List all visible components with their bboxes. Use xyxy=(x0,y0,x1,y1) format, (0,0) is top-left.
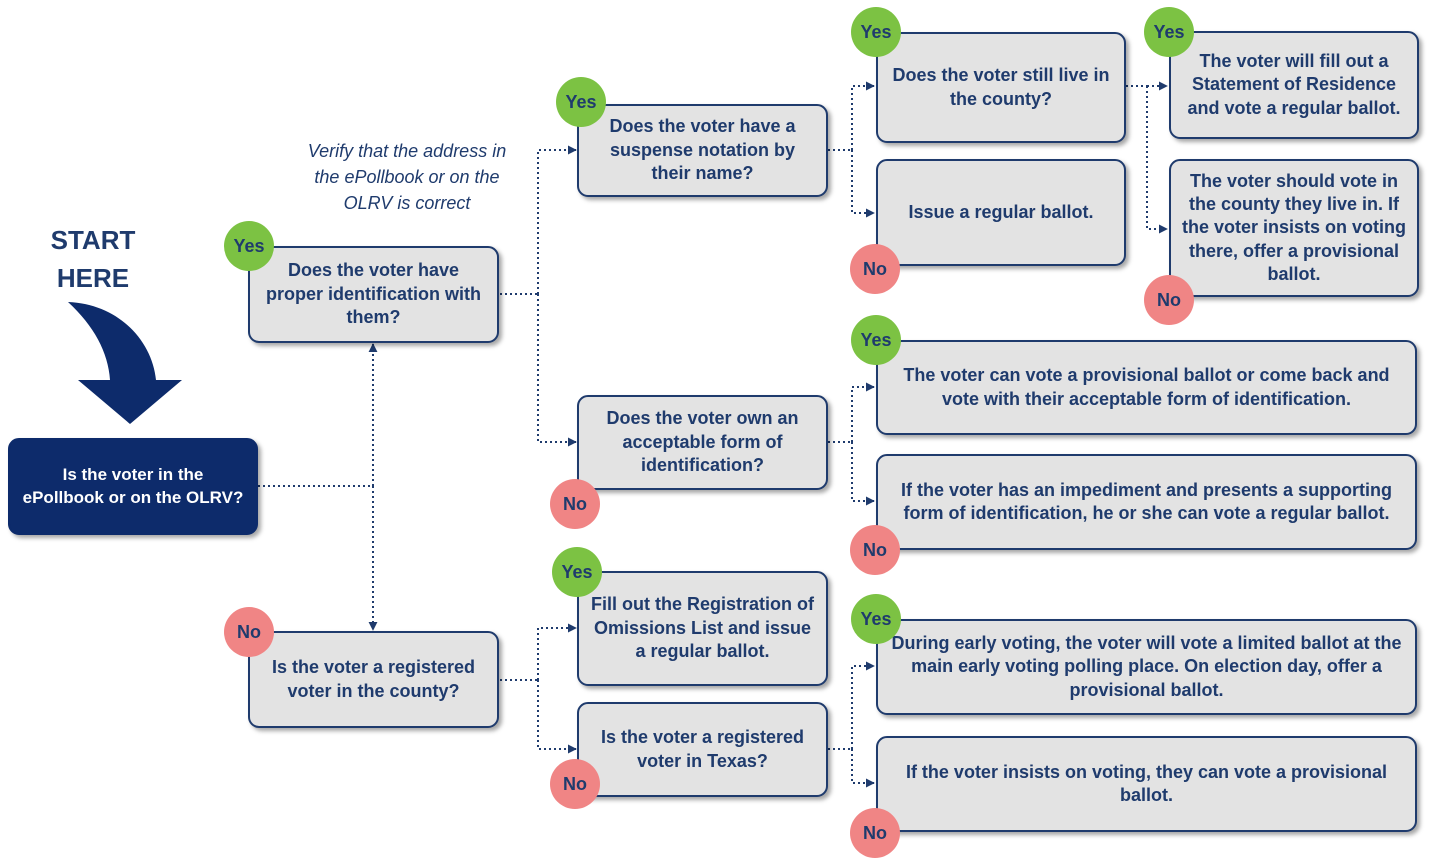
node-early-voting: During early voting, the voter will vote… xyxy=(876,619,1417,715)
node-vote-county-text: The voter should vote in the county they… xyxy=(1181,170,1407,285)
no-badge-registered-county: No xyxy=(224,607,274,657)
start-arrow-icon xyxy=(68,302,182,424)
node-fill-out: Fill out the Registration of Omissions L… xyxy=(577,571,828,686)
no-badge-issue-regular: No xyxy=(850,244,900,294)
no-badge-registered-texas: No xyxy=(550,759,600,809)
node-registered-county-text: Is the voter a registered voter in the c… xyxy=(271,657,476,701)
connector-to-texas xyxy=(537,680,577,754)
node-proper-id: Does the voter have proper identificatio… xyxy=(248,246,499,343)
no-badge-vote-county: No xyxy=(1144,275,1194,325)
node-in-epollbook-text: Is the voter in the ePollbook or on the … xyxy=(22,465,244,507)
node-insists-text: If the voter insists on voting, they can… xyxy=(905,761,1388,805)
node-impediment: If the voter has an impediment and prese… xyxy=(876,454,1417,550)
yes-badge-proper-id: Yes xyxy=(224,221,274,271)
node-suspense-text: Does the voter have a suspense notation … xyxy=(609,116,796,184)
node-impediment-text: If the voter has an impediment and prese… xyxy=(900,479,1393,523)
node-provisional-or-back-text: The voter can vote a provisional ballot … xyxy=(903,365,1390,409)
node-issue-regular-text: Issue a regular ballot. xyxy=(908,201,1094,222)
connector-to-fill-out xyxy=(537,623,577,680)
node-own-id: Does the voter own an acceptable form of… xyxy=(577,395,828,490)
node-still-live-text: Does the voter still live in the county? xyxy=(892,65,1110,109)
node-in-epollbook: Is the voter in the ePollbook or on the … xyxy=(8,438,258,535)
connector-to-vote-county xyxy=(1146,86,1168,234)
node-registered-texas: Is the voter a registered voter in Texas… xyxy=(577,702,828,797)
node-suspense: Does the voter have a suspense notation … xyxy=(577,104,828,197)
verify-address-note: Verify that the address in the ePollbook… xyxy=(307,141,507,214)
connector-to-provisional xyxy=(851,382,875,442)
connector-to-early-voting xyxy=(851,661,875,749)
node-issue-regular: Issue a regular ballot. xyxy=(876,159,1126,266)
yes-badge-still-live: Yes xyxy=(851,7,901,57)
node-insists: If the voter insists on voting, they can… xyxy=(876,736,1417,832)
connector-to-issue-regular xyxy=(851,150,875,218)
node-still-live: Does the voter still live in the county? xyxy=(876,32,1126,143)
node-statement-residence: The voter will fill out a Statement of R… xyxy=(1169,31,1419,139)
yes-badge-provisional: Yes xyxy=(851,315,901,365)
node-statement-residence-text: The voter will fill out a Statement of R… xyxy=(1187,50,1401,118)
start-here-label: START HERE xyxy=(50,225,136,293)
no-badge-impediment: No xyxy=(850,525,900,575)
connector-to-still-live xyxy=(851,81,875,150)
no-badge-own-id: No xyxy=(550,479,600,529)
node-registered-county: Is the voter a registered voter in the c… xyxy=(248,631,499,728)
node-registered-texas-text: Is the voter a registered voter in Texas… xyxy=(600,727,805,771)
connector-to-insists xyxy=(851,749,875,788)
node-fill-out-text: Fill out the Registration of Omissions L… xyxy=(591,594,814,662)
connector-to-impediment xyxy=(851,442,875,506)
yes-badge-statement: Yes xyxy=(1144,7,1194,57)
connector-to-own-id xyxy=(537,294,577,447)
node-proper-id-text: Does the voter have proper identificatio… xyxy=(266,260,481,328)
node-own-id-text: Does the voter own an acceptable form of… xyxy=(606,408,799,476)
connector-to-suspense xyxy=(537,145,577,294)
node-provisional-or-back: The voter can vote a provisional ballot … xyxy=(876,340,1417,435)
node-vote-county: The voter should vote in the county they… xyxy=(1169,159,1419,297)
yes-badge-fill-out: Yes xyxy=(552,547,602,597)
yes-badge-early-voting: Yes xyxy=(851,594,901,644)
node-early-voting-text: During early voting, the voter will vote… xyxy=(891,632,1402,700)
yes-badge-suspense: Yes xyxy=(556,77,606,127)
no-badge-insists: No xyxy=(850,808,900,858)
